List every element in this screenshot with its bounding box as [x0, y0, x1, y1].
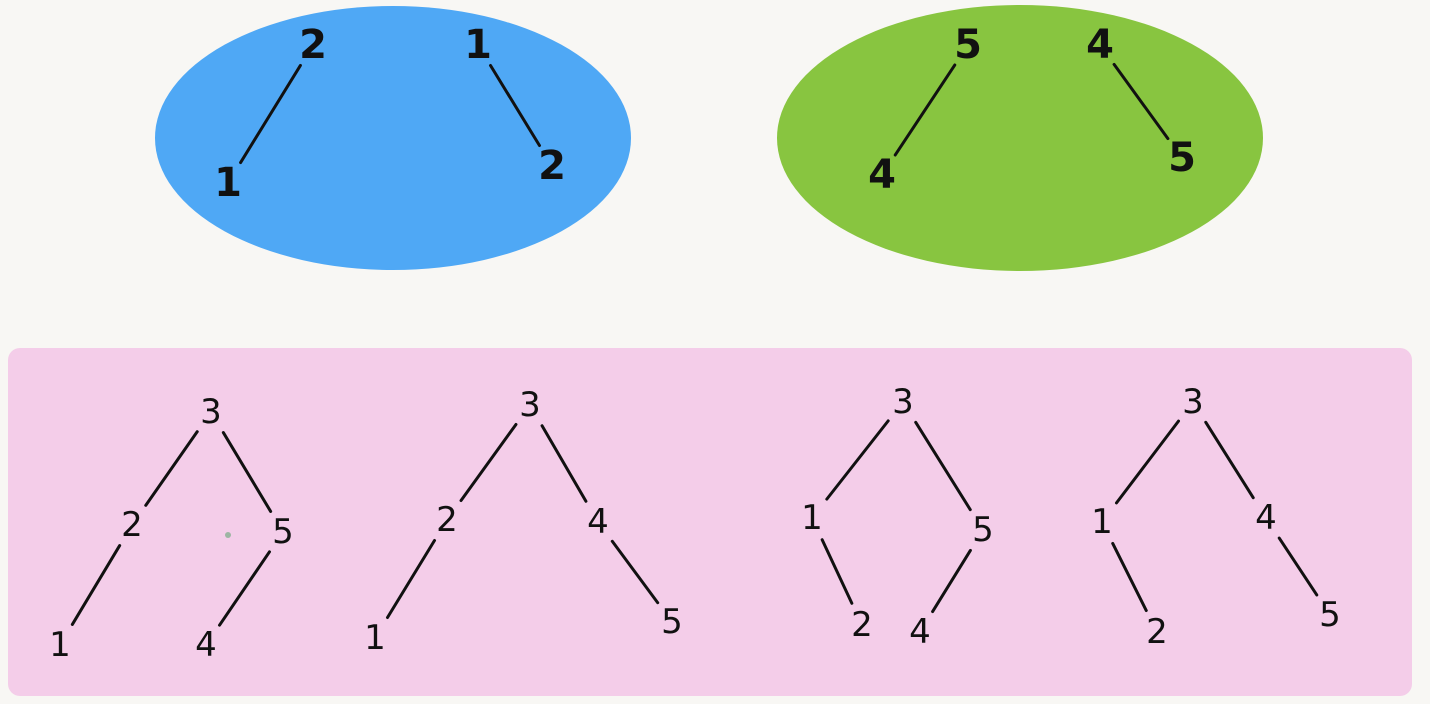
- tree-edge: [540, 424, 588, 503]
- tree-node-label: 3: [519, 385, 541, 425]
- tree-node-label: 5: [1319, 595, 1341, 635]
- pink-panel-tree-4: 3 1 4 2 5: [1091, 382, 1341, 652]
- tree-edge: [914, 420, 972, 512]
- tree-node-label: 1: [364, 618, 386, 658]
- tree-edge: [239, 63, 302, 165]
- green-group-tree-1: 54: [868, 22, 982, 198]
- stray-dot: [225, 532, 231, 538]
- tree-edge: [1277, 536, 1319, 597]
- tree-node-label: 3: [1182, 382, 1204, 422]
- tree-node-label: 5: [1168, 135, 1196, 181]
- tree-node-label: 2: [538, 143, 566, 189]
- blue-group-tree-2: 12: [464, 22, 566, 189]
- tree-node-label: 5: [954, 22, 982, 68]
- tree-node-label: 4: [195, 625, 217, 665]
- tree-edge: [1115, 419, 1180, 505]
- blue-group-tree-1: 21: [214, 22, 327, 206]
- tree-edge: [610, 539, 660, 605]
- tree-node-label: 1: [214, 160, 242, 206]
- tree-edge: [1204, 420, 1255, 500]
- tree-node-label: 4: [868, 152, 896, 198]
- tree-edge: [825, 419, 890, 501]
- tree-node-label: 2: [299, 22, 327, 68]
- tree-edge: [144, 430, 199, 507]
- tree-edge: [489, 63, 541, 148]
- pink-panel-background: [8, 348, 1412, 696]
- tree-edge: [218, 550, 271, 627]
- tree-edge: [893, 63, 957, 157]
- tree-node-label: 4: [1086, 22, 1114, 68]
- pink-panel-tree-2: 3 2 4 1 5: [364, 385, 683, 658]
- tree-node-label: 5: [661, 602, 683, 642]
- green-group-tree-2: 45: [1086, 22, 1196, 181]
- tree-node-label: 2: [436, 500, 458, 540]
- tree-node-label: 5: [272, 512, 294, 552]
- tree-node-label: 2: [851, 605, 873, 645]
- pink-panel-tree-1: 3 2 5 1 4: [49, 392, 294, 665]
- tree-node-label: 4: [587, 502, 609, 542]
- tree-node-label: 5: [972, 510, 994, 550]
- tree-edge: [70, 544, 122, 626]
- tree-node-label: 4: [909, 612, 931, 652]
- tree-node-label: 2: [121, 505, 143, 545]
- tree-node-label: 2: [1146, 612, 1168, 652]
- tree-edge: [1111, 541, 1148, 613]
- tree-node-label: 3: [892, 382, 914, 422]
- tree-edge: [820, 538, 854, 605]
- tree-edge: [386, 538, 436, 620]
- tree-node-label: 1: [1091, 502, 1113, 542]
- green-group-background: [777, 5, 1263, 271]
- tree-edge: [931, 548, 972, 614]
- blue-group-background: [155, 6, 631, 270]
- tree-node-label: 1: [464, 22, 492, 68]
- tree-edge: [221, 431, 273, 513]
- tree-node-label: 1: [801, 498, 823, 538]
- tree-edge: [459, 422, 518, 503]
- tree-node-label: 4: [1255, 498, 1277, 538]
- tree-node-label: 3: [200, 392, 222, 432]
- tree-node-label: 1: [49, 625, 71, 665]
- tree-edge: [1112, 62, 1170, 141]
